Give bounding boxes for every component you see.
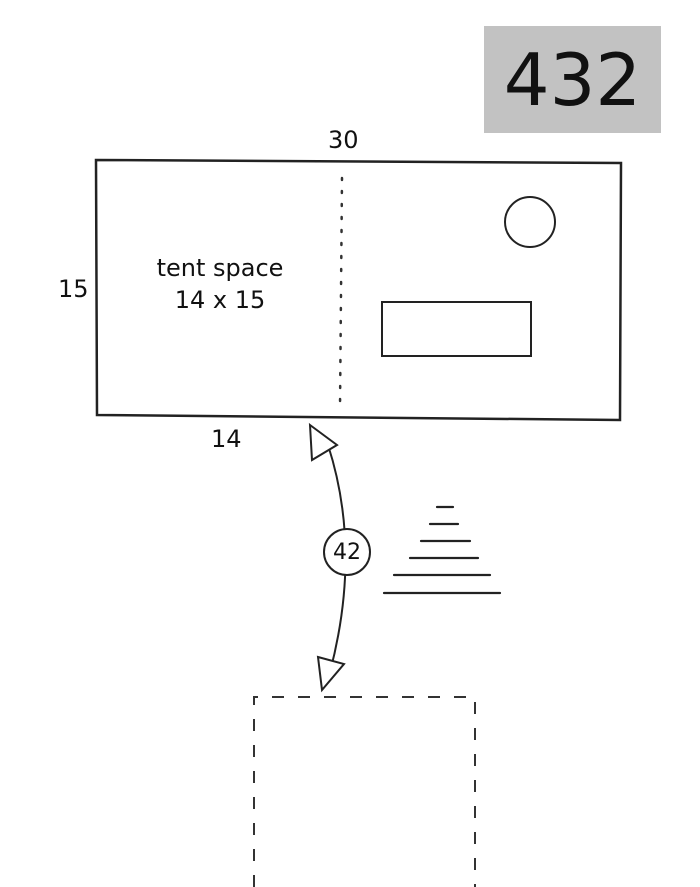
- site-outline: [94, 158, 623, 422]
- distance-circle: [323, 528, 371, 576]
- distance-label: 42: [333, 539, 361, 565]
- tent-width-label: 14: [211, 425, 242, 453]
- tent-space-label: tent space 14 x 15: [140, 252, 300, 316]
- site-badge-background: [484, 26, 661, 133]
- site-width-label: 30: [328, 126, 359, 154]
- tent-space-title: tent space: [156, 254, 284, 282]
- tree-icon: [382, 505, 502, 595]
- double-arrow-icon: [308, 422, 371, 693]
- picnic-table-icon: [381, 301, 532, 357]
- parking-area-icon: [253, 696, 476, 887]
- tent-space-size: 14 x 15: [174, 286, 266, 314]
- site-number-badge: 432: [503, 37, 642, 122]
- fire-ring-icon: [504, 196, 556, 248]
- tent-space-divider: [338, 176, 344, 410]
- site-depth-label: 15: [58, 275, 89, 303]
